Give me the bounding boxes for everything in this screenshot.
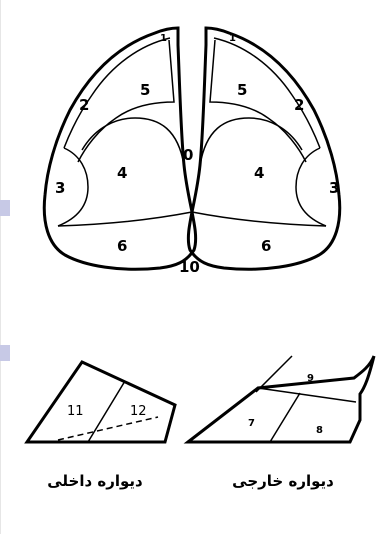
left-region-6-label: 6	[117, 237, 127, 255]
right-region-3-label: 3	[329, 179, 339, 197]
right-region-6-label: 6	[261, 237, 271, 255]
outer-region-8-label: 8	[316, 425, 323, 436]
left-lung	[44, 28, 195, 269]
inner-wall-caption: دیواره داخلی	[47, 472, 143, 490]
outer-wall-middle-divider	[270, 393, 300, 442]
outer-wall-outline	[188, 356, 374, 442]
center-region-0-label: 0	[183, 146, 193, 164]
inner-region-12-label: 12	[130, 404, 147, 419]
right-region-4-label: 4	[254, 164, 264, 182]
left-region-3-label: 3	[55, 179, 65, 197]
outer-region-9-label: 9	[307, 373, 314, 384]
right-region-2-label: 2	[294, 96, 304, 114]
right-region-5-label: 5	[237, 81, 247, 99]
left-region-2-label: 2	[79, 96, 89, 114]
inner-wall-diagram	[27, 362, 175, 442]
outer-wall-upper-divider	[258, 388, 356, 402]
outer-wall-diagram	[188, 356, 374, 442]
outer-wall-caption: دیواره خارجی	[232, 472, 334, 490]
inner-wall-dashed-line	[58, 417, 158, 440]
right-lung	[188, 28, 339, 269]
left-region-1-label: 1	[160, 33, 167, 44]
right-region-1-label: 1	[229, 33, 236, 44]
right-lung-region3-arc	[296, 148, 326, 226]
center-region-10-label: 10	[179, 258, 200, 276]
inner-region-11-label: 11	[67, 404, 84, 419]
outer-region-7-label: 7	[248, 418, 255, 429]
left-region-5-label: 5	[140, 81, 150, 99]
left-region-4-label: 4	[117, 164, 127, 182]
inner-wall-divider	[88, 381, 125, 442]
left-lung-region4-boundary	[82, 118, 184, 165]
right-lung-region4-boundary	[200, 118, 302, 165]
